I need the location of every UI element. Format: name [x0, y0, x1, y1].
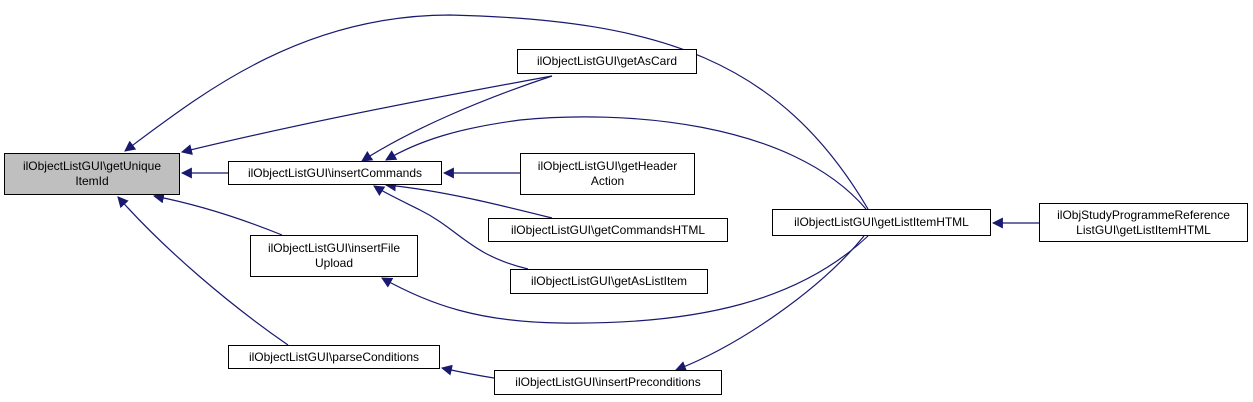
node-label: ilObjectListGUI\getAsCard: [536, 54, 678, 68]
edge-getListItemHTML-to-insertCommands: [385, 116, 867, 210]
node-label-line: ilObjectListGUI\getUnique: [22, 159, 162, 173]
node-label-line: Action: [590, 174, 625, 188]
edge-insertPreconditions-to-parseConditions: [440, 364, 495, 379]
edge-getAsCard-to-getUniqueItemId: [180, 75, 553, 155]
node-getCommandsHTML[interactable]: ilObjectListGUI\getCommandsHTML: [488, 218, 728, 242]
node-label-line: ilObjectListGUI\getHeader: [537, 159, 678, 173]
node-insertFileUpload[interactable]: ilObjectListGUI\insertFile Upload: [250, 235, 418, 277]
node-studyProgrammeGetListItemHTML[interactable]: ilObjStudyProgrammeReference ListGUI\get…: [1039, 203, 1248, 242]
node-getAsListItem[interactable]: ilObjectListGUI\getAsListItem: [510, 269, 708, 294]
edge-getListItemHTML-to-insertPreconditions: [674, 235, 865, 372]
node-insertPreconditions[interactable]: ilObjectListGUI\insertPreconditions: [494, 370, 722, 395]
node-label-line: ItemId: [75, 174, 109, 188]
node-getListItemHTML[interactable]: ilObjectListGUI\getListItemHTML: [772, 209, 991, 236]
edge-parseConditions-to-getUniqueItemId: [117, 196, 289, 346]
edge-getListItemHTML-to-getUniqueItemId: [124, 14, 869, 210]
node-getAsCard[interactable]: ilObjectListGUI\getAsCard: [517, 49, 697, 74]
edge-getAsListItem-to-insertCommands: [373, 185, 529, 270]
node-label-line: ilObjectListGUI\insertFile: [267, 241, 401, 255]
node-getUniqueItemId: ilObjectListGUI\getUnique ItemId: [4, 153, 180, 195]
node-label: ilObjectListGUI\insertPreconditions: [515, 375, 701, 389]
edge-getListItemHTML-to-insertFileUpload: [381, 235, 869, 324]
node-parseConditions[interactable]: ilObjectListGUI\parseConditions: [228, 345, 440, 369]
node-label: ilObjectListGUI\insertCommands: [247, 165, 423, 180]
node-label: ilObjectListGUI\getListItemHTML: [794, 215, 969, 229]
node-label: ilObjectListGUI\parseConditions: [248, 349, 420, 364]
node-label-line: ilObjStudyProgrammeReference: [1057, 207, 1230, 222]
edge-getCommandsHTML-to-insertCommands: [384, 180, 553, 219]
node-label: ilObjectListGUI\getCommandsHTML: [510, 222, 706, 237]
node-label-line: ListGUI\getListItemHTML: [1076, 222, 1211, 237]
edge-insertFileUpload-to-getUniqueItemId: [152, 192, 283, 236]
node-getHeaderAction[interactable]: ilObjectListGUI\getHeader Action: [520, 153, 695, 195]
node-label-line: Upload: [314, 256, 354, 270]
node-insertCommands[interactable]: ilObjectListGUI\insertCommands: [228, 161, 442, 185]
edge-getAsCard-to-insertCommands: [361, 75, 553, 162]
node-label: ilObjectListGUI\getAsListItem: [530, 274, 688, 288]
